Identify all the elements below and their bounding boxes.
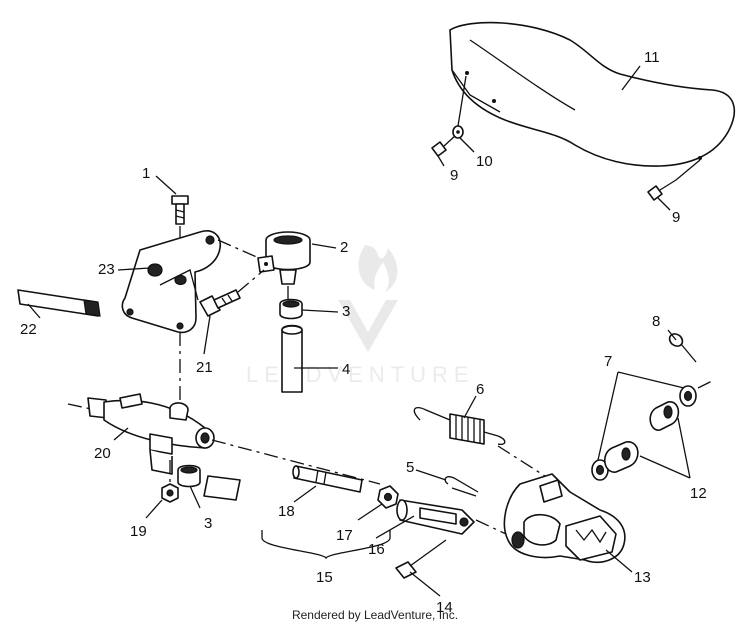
callout-9-upper: 9 xyxy=(450,167,458,184)
part-washer-7-upper xyxy=(679,385,697,407)
callout-20: 20 xyxy=(94,445,111,462)
callout-2: 2 xyxy=(340,239,348,256)
watermark-brand-text: LEADVENTURE xyxy=(246,362,475,387)
part-clamp-3-lower xyxy=(177,464,241,501)
part-nut-19 xyxy=(161,460,179,503)
footer-credit: Rendered by LeadVenture, Inc. xyxy=(291,608,459,622)
leader-spring-pedal xyxy=(497,445,549,479)
part-bolt-9-lower xyxy=(647,179,677,201)
callout-labels: 1 2 3 3 4 5 6 7 8 9 9 10 11 12 13 14 15 … xyxy=(20,49,707,616)
part-bolt-9-upper xyxy=(431,134,457,157)
part-seat xyxy=(449,21,736,167)
callout-11: 11 xyxy=(644,49,660,66)
leader-clevis-pedal xyxy=(475,519,507,535)
callout-leaders xyxy=(27,65,691,597)
part-strip-22 xyxy=(17,289,101,317)
part-hose-4 xyxy=(281,324,303,393)
part-bolt-1 xyxy=(171,195,189,225)
part-reservoir-2 xyxy=(257,231,311,285)
callout-13: 13 xyxy=(634,569,651,586)
leader-seat-washer xyxy=(457,75,467,127)
part-cotter-pin-5 xyxy=(444,476,479,497)
callout-6: 6 xyxy=(476,381,484,398)
callout-16: 16 xyxy=(368,541,385,558)
leader-seat-bolt xyxy=(675,159,701,181)
part-pin-14 xyxy=(395,539,447,579)
leader-washer-axis xyxy=(697,379,715,389)
part-bushing-12-upper xyxy=(649,401,680,431)
callout-14: 14 xyxy=(436,599,453,616)
part-clevis-16 xyxy=(396,499,475,535)
callout-15: 15 xyxy=(316,569,333,586)
callout-23: 23 xyxy=(98,261,115,278)
callout-10: 10 xyxy=(476,153,493,170)
callout-8: 8 xyxy=(652,313,660,330)
leader-bracket-reservoir xyxy=(217,239,269,263)
callout-21: 21 xyxy=(196,359,213,376)
part-master-cylinder-20 xyxy=(67,393,215,475)
part-pin-8 xyxy=(668,333,697,363)
part-nut-17 xyxy=(377,485,399,509)
part-bushing-12-lower xyxy=(604,441,639,473)
callout-17: 17 xyxy=(336,527,353,544)
leader-bolt-21 xyxy=(237,269,265,293)
group-bracket-15 xyxy=(261,530,391,560)
callout-3-upper: 3 xyxy=(342,303,350,320)
callout-9-lower: 9 xyxy=(672,209,680,226)
callout-3-lower: 3 xyxy=(204,515,212,532)
callout-1: 1 xyxy=(142,165,150,182)
part-clamp-3-upper xyxy=(279,298,303,320)
part-bracket-23 xyxy=(121,230,222,334)
callout-19: 19 xyxy=(130,523,147,540)
part-pushrod-18 xyxy=(292,465,363,493)
callout-18: 18 xyxy=(278,503,295,520)
part-bolt-21 xyxy=(199,289,241,317)
part-spring-6 xyxy=(413,406,506,446)
part-brake-pedal-13 xyxy=(503,473,626,564)
callout-7: 7 xyxy=(604,353,612,370)
callout-5: 5 xyxy=(406,459,414,476)
part-washer-10 xyxy=(452,125,464,139)
callout-22: 22 xyxy=(20,321,37,338)
callout-4: 4 xyxy=(342,361,350,378)
callout-12: 12 xyxy=(690,485,707,502)
leader-cylinder-axis xyxy=(211,439,381,485)
